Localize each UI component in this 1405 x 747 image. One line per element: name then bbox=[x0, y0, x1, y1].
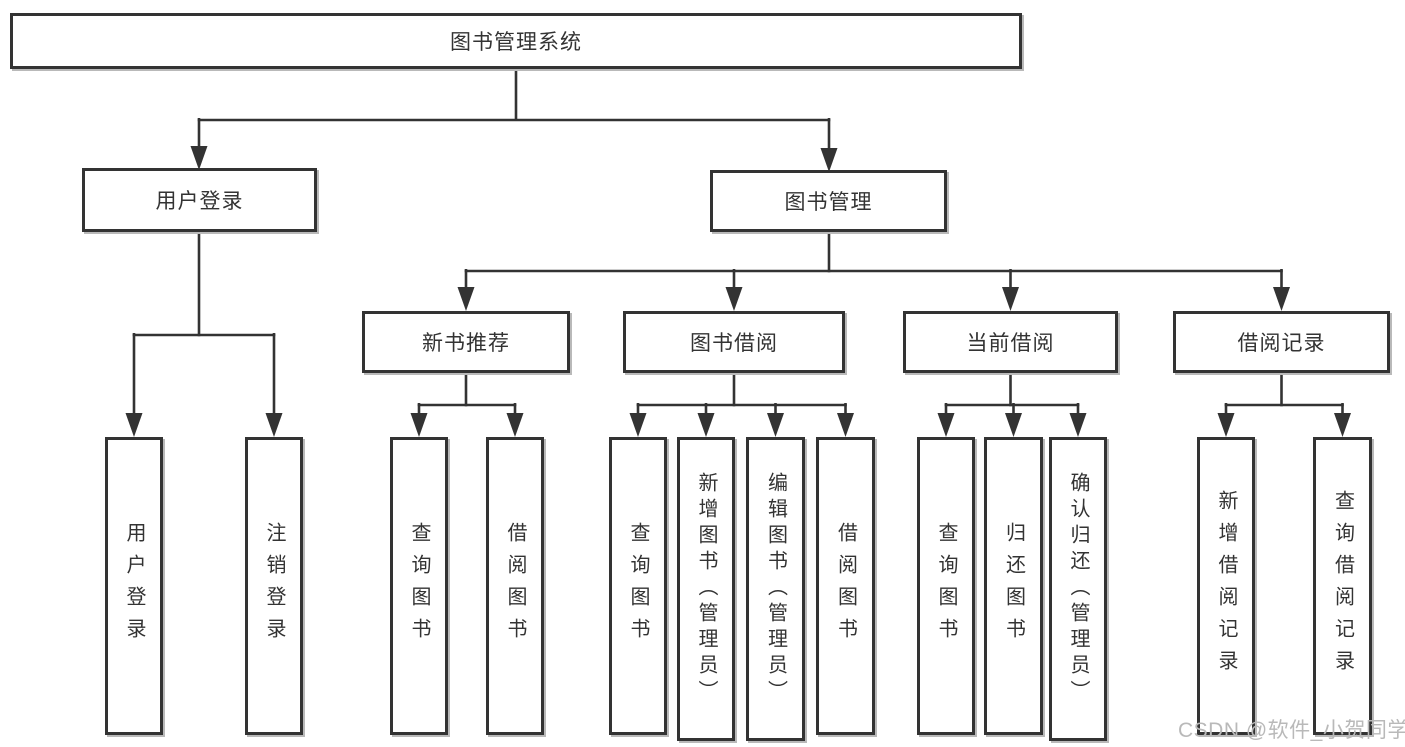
leaf-cb-return-book: 归还图书 bbox=[984, 437, 1043, 735]
node-current-borrowing-label: 当前借阅 bbox=[966, 332, 1055, 355]
leaf-bb-query-book: 查询图书 bbox=[609, 437, 667, 735]
leaf-logout-label: 注销登录 bbox=[263, 522, 285, 650]
leaf-bb-edit-book-admin: 编辑图书（管理员） bbox=[746, 437, 805, 741]
node-new-book-recommend: 新书推荐 bbox=[362, 311, 570, 373]
leaf-br-add-record-label: 新增借阅记录 bbox=[1215, 490, 1237, 682]
leaf-cb-query-book-label: 查询图书 bbox=[935, 522, 957, 650]
leaf-bb-add-book-admin: 新增图书（管理员） bbox=[677, 437, 735, 741]
leaf-bb-borrow-book: 借阅图书 bbox=[816, 437, 875, 735]
leaf-bb-borrow-book-label: 借阅图书 bbox=[834, 522, 857, 650]
leaf-rec-query-book: 查询图书 bbox=[390, 437, 448, 735]
leaf-user-login-label: 用户登录 bbox=[123, 522, 145, 650]
leaf-rec-query-book-label: 查询图书 bbox=[408, 522, 430, 650]
leaf-logout: 注销登录 bbox=[245, 437, 303, 735]
leaf-br-query-record-label: 查询借阅记录 bbox=[1331, 490, 1354, 682]
leaf-cb-query-book: 查询图书 bbox=[917, 437, 975, 735]
leaf-rec-borrow-book: 借阅图书 bbox=[486, 437, 544, 735]
node-user-login-label: 用户登录 bbox=[155, 190, 244, 213]
node-borrow-records-label: 借阅记录 bbox=[1237, 332, 1326, 355]
leaf-user-login: 用户登录 bbox=[105, 437, 163, 735]
leaf-cb-confirm-return-admin-label: 确认归还（管理员） bbox=[1067, 472, 1089, 706]
node-root: 图书管理系统 bbox=[10, 13, 1022, 69]
node-book-management: 图书管理 bbox=[710, 170, 947, 232]
leaf-cb-confirm-return-admin: 确认归还（管理员） bbox=[1049, 437, 1107, 741]
node-new-book-recommend-label: 新书推荐 bbox=[422, 332, 510, 355]
node-current-borrowing: 当前借阅 bbox=[903, 311, 1118, 373]
node-borrow-records: 借阅记录 bbox=[1173, 311, 1390, 373]
leaf-bb-add-book-admin-label: 新增图书（管理员） bbox=[695, 472, 717, 706]
leaf-br-add-record: 新增借阅记录 bbox=[1197, 437, 1255, 735]
csdn-watermark: CSDN @软件_小贺同学 bbox=[1178, 719, 1405, 742]
node-book-borrowing-label: 图书借阅 bbox=[690, 332, 778, 355]
node-user-login: 用户登录 bbox=[82, 168, 317, 232]
node-book-management-label: 图书管理 bbox=[784, 191, 873, 214]
leaf-rec-borrow-book-label: 借阅图书 bbox=[504, 522, 526, 650]
leaf-bb-edit-book-admin-label: 编辑图书（管理员） bbox=[764, 472, 787, 706]
node-book-borrowing: 图书借阅 bbox=[623, 311, 845, 373]
leaf-br-query-record: 查询借阅记录 bbox=[1313, 437, 1372, 735]
leaf-cb-return-book-label: 归还图书 bbox=[1002, 522, 1025, 650]
node-root-label: 图书管理系统 bbox=[450, 31, 582, 54]
arrowheads bbox=[125, 146, 1351, 437]
leaf-bb-query-book-label: 查询图书 bbox=[627, 522, 649, 650]
